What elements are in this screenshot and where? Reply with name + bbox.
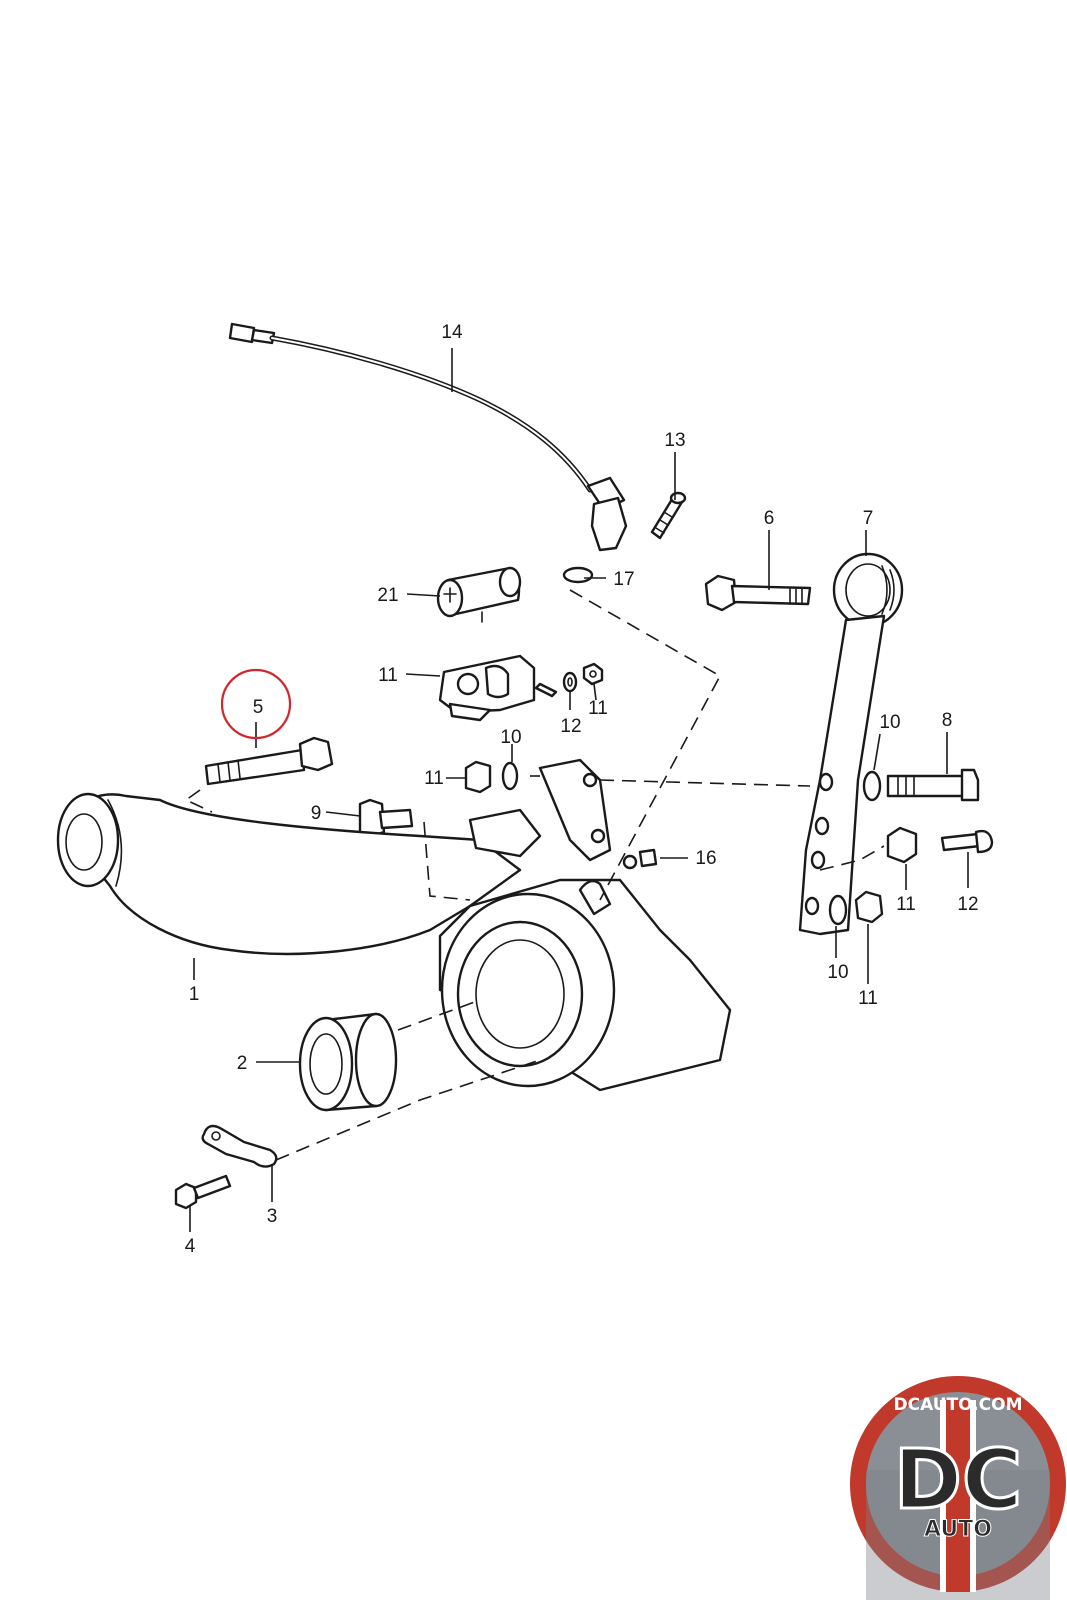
callout-18: 14 <box>441 322 463 343</box>
washer-part-10-center <box>501 761 519 791</box>
wheel-bearing-part-2 <box>298 1012 398 1112</box>
bolt-part-4 <box>174 1174 232 1210</box>
bolt-part-6 <box>704 574 812 612</box>
callout-21: 21 <box>377 585 398 606</box>
callout-12: 11 <box>896 894 916 915</box>
retaining-plate-part-3 <box>201 1124 278 1168</box>
screw-part-17 <box>650 491 687 540</box>
callout-16: 12 <box>560 716 581 737</box>
callout-10-right-top: 10 <box>879 712 900 733</box>
bushing-part-21 <box>436 566 522 623</box>
nut-part-15 <box>582 662 604 686</box>
callout-7: 7 <box>863 508 874 529</box>
nut-part-12 <box>886 826 918 864</box>
callout-3: 3 <box>267 1206 278 1227</box>
highlight-circle-part-5 <box>220 668 292 740</box>
callout-17: 13 <box>664 430 685 451</box>
nut-part-11-right <box>854 890 884 924</box>
clip-bracket-part-14 <box>438 654 558 722</box>
logo-site-text: DCAUTO.COM <box>893 1395 1022 1415</box>
logo-letters: DC <box>894 1433 1022 1528</box>
bolt-part-8 <box>886 768 980 802</box>
callout-8: 8 <box>942 710 953 731</box>
logo-sub-text: AUTO <box>924 1517 992 1542</box>
assembly-lines <box>184 589 885 1161</box>
callout-14: 11 <box>378 665 398 686</box>
callout-11-right: 11 <box>858 988 878 1009</box>
callout-11-center: 11 <box>424 768 444 789</box>
screw-part-13 <box>940 829 994 854</box>
control-arm-part-1 <box>56 758 732 1092</box>
callout-4: 4 <box>185 1236 196 1257</box>
callout-labels: 14 13 6 7 21 17 11 12 11 5 8 10 10 11 9 … <box>185 322 979 1257</box>
callout-10-center: 10 <box>500 727 521 748</box>
leader-lines <box>189 348 969 1232</box>
trailing-link-part-7 <box>798 552 904 936</box>
bolt-part-9 <box>358 798 414 838</box>
washer-part-10-right-top <box>862 770 882 802</box>
bolt-part-5 <box>204 736 334 786</box>
washer-part-16 <box>562 671 578 693</box>
sensor-cable-part-18 <box>228 322 628 584</box>
dcauto-logo: DCAUTO.COM DC AUTO <box>850 1376 1066 1600</box>
callout-6: 6 <box>764 508 775 529</box>
washer-part-10-right-bottom <box>828 894 848 926</box>
callout-5: 5 <box>253 697 264 718</box>
callout-19: 17 <box>613 569 634 590</box>
nut-part-11-center <box>464 760 492 794</box>
callout-10-right-bottom: 10 <box>827 962 848 983</box>
callout-20: 16 <box>695 848 716 869</box>
fitting-part-20 <box>622 848 658 870</box>
callout-1: 1 <box>189 984 200 1005</box>
callout-13: 12 <box>957 894 978 915</box>
callout-2: 2 <box>237 1053 248 1074</box>
callout-15: 11 <box>588 698 608 719</box>
callout-9: 9 <box>311 803 322 824</box>
